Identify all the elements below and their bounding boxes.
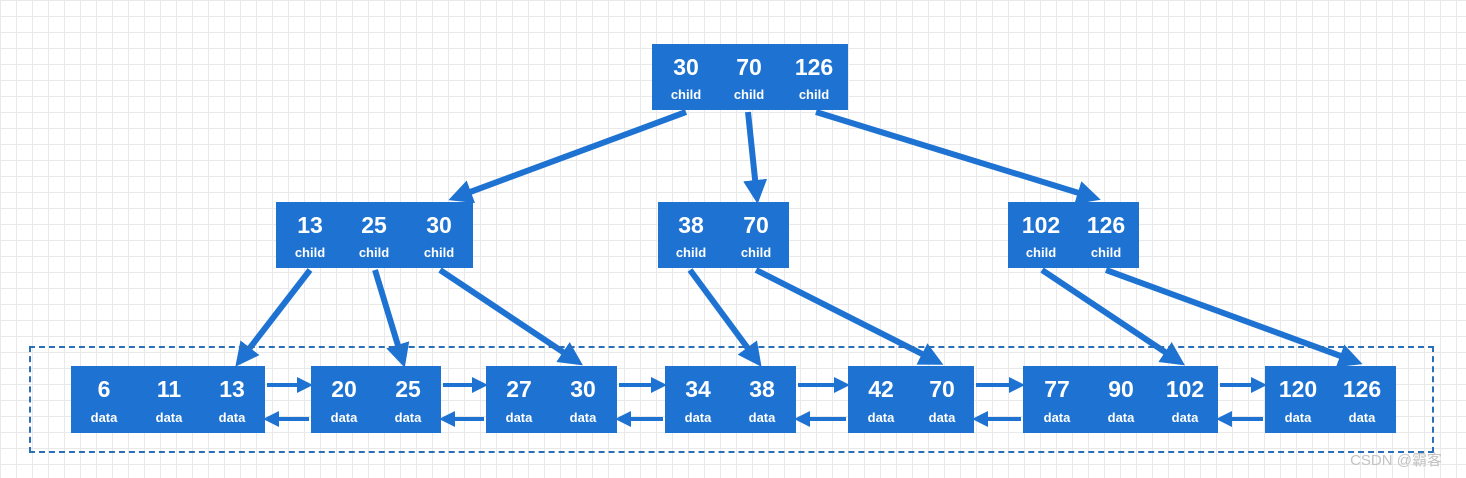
leaf-pointer-label: data: [684, 410, 712, 425]
leaf-pointer-label: data: [1107, 410, 1135, 425]
leaf-pointer-label: data: [218, 410, 246, 425]
root-pointer-label: child: [798, 87, 830, 102]
leaf-level-region: [29, 346, 1434, 453]
internal-pointer-label: child: [675, 245, 707, 260]
leaf-node-4: 34 data 38 data: [665, 366, 796, 433]
root-to-internal-2-edge: [743, 111, 768, 204]
leaf-entry: 6 data: [71, 366, 137, 433]
leaf-key: 70: [929, 376, 955, 402]
leaf-entry: 25 data: [375, 366, 441, 433]
internal-entry: 70 child: [723, 202, 789, 268]
leaf-key: 11: [156, 376, 182, 402]
root-entry-1: 30 child: [654, 44, 718, 110]
leaf-entry: 27 data: [486, 366, 552, 433]
leaf-key: 120: [1278, 376, 1318, 402]
leaf-pointer-label: data: [505, 410, 533, 425]
internal-pointer-label: child: [358, 245, 390, 260]
internal-entry: 102 child: [1008, 202, 1074, 268]
internal-node-3: 102 child 126 child: [1008, 202, 1139, 268]
leaf-node-6: 77 data 90 data 102 data: [1023, 366, 1218, 433]
leaf-node-5: 42 data 70 data: [848, 366, 974, 433]
internal-entry: 126 child: [1073, 202, 1139, 268]
leaf-key: 27: [506, 376, 532, 402]
leaf-pointer-label: data: [1348, 410, 1376, 425]
leaf-pointer-label: data: [394, 410, 422, 425]
root-to-internal-3-edge: [815, 109, 1101, 205]
root-key: 30: [673, 54, 699, 80]
leaf-node-3: 27 data 30 data: [486, 366, 617, 433]
leaf-key: 77: [1044, 376, 1070, 402]
leaf-entry: 90 data: [1088, 366, 1154, 433]
leaf-pointer-label: data: [569, 410, 597, 425]
leaf-key: 13: [219, 376, 245, 402]
root-key: 70: [736, 54, 762, 80]
internal-entry: 25 child: [341, 202, 407, 268]
internal-entry: 30 child: [406, 202, 472, 268]
leaf-node-2: 20 data 25 data: [311, 366, 441, 433]
leaf-pointer-label: data: [90, 410, 118, 425]
watermark: CSDN @霸客: [1350, 452, 1442, 469]
leaf-entry: 70 data: [910, 366, 974, 433]
root-entry-2: 70 child: [717, 44, 781, 110]
internal-key: 30: [426, 212, 452, 238]
internal-node-1: 13 child 25 child 30 child: [276, 202, 473, 268]
internal-pointer-label: child: [423, 245, 455, 260]
internal-key: 102: [1021, 212, 1061, 238]
leaf-entry: 38 data: [729, 366, 795, 433]
leaf-entry: 102 data: [1152, 366, 1218, 433]
internal-key: 126: [1086, 212, 1126, 238]
leaf-entry: 34 data: [665, 366, 731, 433]
leaf-entry: 42 data: [848, 366, 914, 433]
leaf-entry: 77 data: [1024, 366, 1090, 433]
leaf-key: 42: [868, 376, 894, 402]
internal-key: 70: [743, 212, 769, 238]
leaf-node-7: 120 data 126 data: [1265, 366, 1396, 433]
internal-pointer-label: child: [1090, 245, 1122, 260]
internal-key: 13: [297, 212, 323, 238]
root-node: 30 child 70 child 126 child: [652, 44, 848, 110]
internal-node-2: 38 child 70 child: [658, 202, 789, 268]
leaf-key: 38: [749, 376, 775, 402]
leaf-pointer-label: data: [928, 410, 956, 425]
root-key: 126: [794, 54, 834, 80]
leaf-entry: 30 data: [550, 366, 616, 433]
root-pointer-label: child: [733, 87, 765, 102]
leaf-pointer-label: data: [748, 410, 776, 425]
internal-key: 38: [678, 212, 704, 238]
leaf-node-1: 6 data 11 data 13 data: [71, 366, 265, 433]
leaf-entry: 120 data: [1265, 366, 1331, 433]
leaf-pointer-label: data: [330, 410, 358, 425]
internal-pointer-label: child: [294, 245, 326, 260]
leaf-key: 34: [685, 376, 711, 402]
internal-pointer-label: child: [740, 245, 772, 260]
leaf-entry: 13 data: [199, 366, 265, 433]
leaf-key: 102: [1165, 376, 1205, 402]
leaf-pointer-label: data: [1171, 410, 1199, 425]
internal-entry: 38 child: [658, 202, 724, 268]
leaf-entry: 126 data: [1329, 366, 1395, 433]
leaf-pointer-label: data: [1284, 410, 1312, 425]
leaf-pointer-label: data: [155, 410, 183, 425]
internal-entry: 13 child: [277, 202, 343, 268]
leaf-key: 6: [97, 376, 111, 402]
leaf-key: 126: [1342, 376, 1382, 402]
internal-key: 25: [361, 212, 387, 238]
leaf-entry: 11 data: [136, 366, 202, 433]
root-to-internal-1-edge: [448, 109, 688, 203]
root-entry-3: 126 child: [781, 44, 847, 110]
internal-pointer-label: child: [1025, 245, 1057, 260]
leaf-pointer-label: data: [867, 410, 895, 425]
leaf-key: 25: [395, 376, 421, 402]
leaf-entry: 20 data: [311, 366, 377, 433]
root-pointer-label: child: [670, 87, 702, 102]
leaf-key: 90: [1108, 376, 1134, 402]
leaf-key: 30: [570, 376, 596, 402]
leaf-pointer-label: data: [1043, 410, 1071, 425]
leaf-key: 20: [331, 376, 357, 402]
